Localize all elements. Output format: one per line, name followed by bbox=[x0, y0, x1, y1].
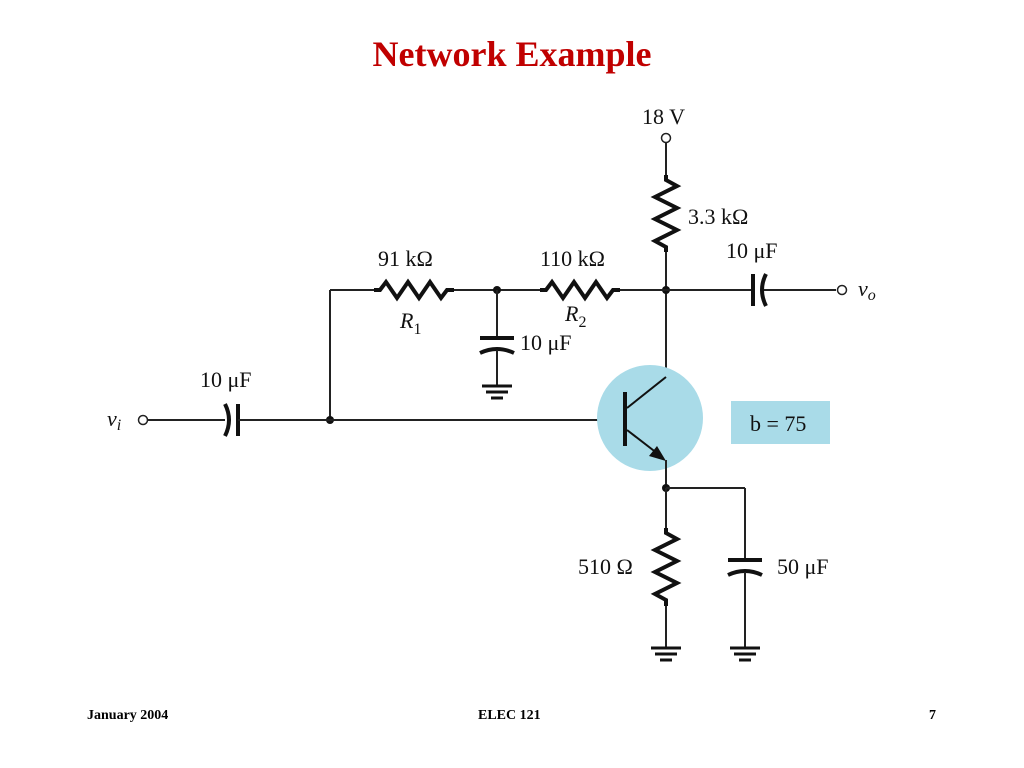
mid-capacitor bbox=[479, 336, 515, 355]
mid-ground-icon bbox=[482, 384, 512, 400]
bypass-ground-icon bbox=[730, 646, 760, 662]
input-capacitor bbox=[223, 403, 240, 437]
r2-name-label: R2 bbox=[564, 301, 586, 331]
emitter-resistor-label: 510 Ω bbox=[578, 554, 633, 579]
collector-resistor bbox=[650, 175, 682, 252]
r1-value-label: 91 kΩ bbox=[378, 246, 433, 271]
supply-terminal bbox=[660, 132, 672, 175]
supply-voltage-label: 18 V bbox=[642, 104, 685, 129]
footer-date: January 2004 bbox=[87, 708, 169, 723]
r2-value-label: 110 kΩ bbox=[540, 246, 605, 271]
input-terminal bbox=[137, 414, 149, 426]
r2-resistor bbox=[540, 278, 620, 302]
emitter-ground-icon bbox=[651, 646, 681, 662]
collector-resistor-label: 3.3 kΩ bbox=[688, 204, 748, 229]
r1-name-label: R1 bbox=[399, 308, 421, 338]
mid-capacitor-label: 10 μF bbox=[520, 330, 572, 355]
beta-label: b = 75 bbox=[750, 411, 806, 436]
output-capacitor bbox=[751, 273, 768, 307]
output-capacitor-label: 10 μF bbox=[726, 238, 778, 263]
input-voltage-label: vi bbox=[107, 406, 121, 434]
output-voltage-label: vo bbox=[858, 276, 876, 304]
bypass-capacitor-label: 50 μF bbox=[777, 554, 829, 579]
bypass-capacitor bbox=[727, 558, 763, 577]
beta-box bbox=[731, 401, 830, 444]
input-capacitor-label: 10 μF bbox=[200, 367, 252, 392]
footer-course: ELEC 121 bbox=[478, 708, 541, 723]
slide-title: Network Example bbox=[372, 34, 652, 74]
emitter-resistor bbox=[650, 528, 682, 606]
npn-transistor bbox=[597, 365, 703, 471]
r1-resistor bbox=[374, 278, 454, 302]
output-terminal bbox=[836, 284, 848, 296]
footer-page-number: 7 bbox=[929, 708, 936, 723]
